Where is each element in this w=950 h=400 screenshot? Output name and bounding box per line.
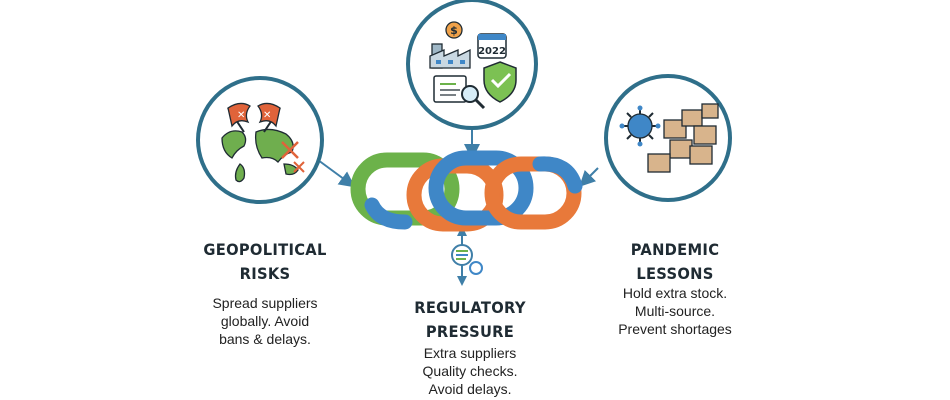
geopolitical-title-line-2: RISKS: [239, 264, 291, 283]
svg-text:✕: ✕: [237, 110, 245, 121]
calendar-icon: 2022: [477, 33, 507, 59]
geopolitical-title: GEOPOLITICAL RISKS: [187, 238, 343, 286]
geopolitical-text-line-3: bans & delays.: [219, 331, 311, 347]
geopolitical-title-line-1: GEOPOLITICAL: [203, 240, 327, 259]
crossed-flags-icon: ✕ ✕: [227, 102, 281, 133]
chain-link-blue-center: [428, 150, 534, 226]
regulatory-title-line-1: REGULATORY: [414, 298, 526, 317]
regulatory-title-line-2: PRESSURE: [425, 322, 515, 341]
pandemic-title-line-2: LESSONS: [636, 264, 714, 283]
regulatory-description: Extra suppliers Quality checks. Avoid de…: [395, 344, 545, 398]
pandemic-title: PANDEMIC LESSONS: [597, 238, 753, 286]
arrow-geopolitical-to-chain: [317, 159, 356, 188]
geopolitical-description: Spread suppliers globally. Avoid bans & …: [190, 294, 340, 348]
shield-check-icon: [483, 61, 517, 103]
pandemic-text-line-3: Prevent shortages: [618, 321, 732, 337]
pandemic-text-line-1: Hold extra stock.: [622, 285, 728, 301]
pandemic-title-line-1: PANDEMIC: [630, 240, 720, 259]
document-magnifier-icon: [433, 75, 486, 110]
factory-icon: [429, 43, 471, 69]
coin-icon: $: [445, 21, 463, 39]
calendar-year: 2022: [478, 46, 506, 57]
world-map-icon: [221, 128, 305, 183]
arrow-down-head: [457, 276, 467, 286]
coin-symbol: $: [450, 24, 458, 37]
regulatory-text-line-1: Extra suppliers: [423, 345, 517, 361]
pandemic-description: Hold extra stock. Multi-source. Prevent …: [590, 284, 760, 338]
regulatory-circle: $ 2022: [406, 0, 538, 130]
arrow-pandemic-to-chain: [579, 167, 599, 187]
regulatory-title: REGULATORY PRESSURE: [392, 296, 548, 344]
pandemic-text-line-2: Multi-source.: [634, 303, 716, 319]
geopolitical-text-line-1: Spread suppliers: [212, 295, 318, 311]
pandemic-circle: [604, 74, 732, 202]
regulatory-text-line-2: Quality checks.: [422, 363, 518, 379]
regulatory-text-line-3: Avoid delays.: [428, 381, 512, 397]
svg-text:✕: ✕: [263, 110, 271, 121]
virus-icon: [619, 105, 661, 147]
chain-link-blue-right-upper: [532, 156, 583, 194]
geopolitical-text-line-2: globally. Avoid: [220, 313, 310, 329]
geopolitical-circle: ✕ ✕: [196, 76, 324, 204]
chain-link-blue-left-lower: [364, 197, 413, 230]
stacked-boxes-icon: [647, 103, 719, 173]
regulation-badge-icon: [451, 244, 483, 275]
chain-icon: [350, 150, 583, 232]
